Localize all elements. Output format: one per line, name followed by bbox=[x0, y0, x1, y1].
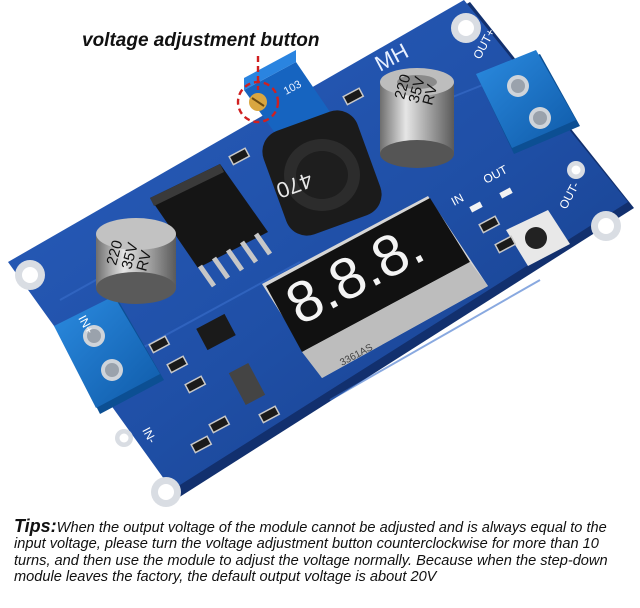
led-in bbox=[469, 201, 483, 213]
callout-label: voltage adjustment button bbox=[82, 30, 320, 51]
cap-right-line3: RV bbox=[419, 83, 441, 107]
mounting-holes bbox=[15, 13, 621, 507]
cap-right-line2: 35V bbox=[405, 75, 428, 105]
mounting-hole-inner-right bbox=[567, 161, 585, 179]
cap-left-line2: 35V bbox=[118, 241, 141, 271]
mounting-hole-inner-left bbox=[115, 429, 133, 447]
led-out bbox=[499, 187, 513, 199]
label-in-minus: IN- bbox=[139, 425, 159, 446]
diode bbox=[228, 362, 266, 406]
smd-components bbox=[148, 87, 517, 454]
cap-right-line1: 220 bbox=[391, 72, 414, 101]
inductor: 470 bbox=[262, 110, 382, 236]
cap-left-line1: 220 bbox=[103, 238, 126, 267]
tips-body: When the output voltage of the module ca… bbox=[14, 520, 608, 586]
transistor bbox=[196, 313, 236, 351]
mounting-hole-left bbox=[15, 260, 45, 290]
capacitor-left: 220 35V RV bbox=[96, 218, 176, 304]
pcb-illustration: 103 470 220 35V RV MH bbox=[8, 0, 634, 507]
push-button[interactable] bbox=[506, 210, 570, 266]
cap-left-line3: RV bbox=[133, 249, 155, 273]
indicator-leds bbox=[469, 187, 513, 213]
tips-paragraph: Tips:When the output voltage of the modu… bbox=[14, 516, 632, 586]
callout-marker bbox=[236, 56, 280, 124]
mounting-hole-bottom bbox=[151, 477, 181, 507]
capacitor-right: 220 35V RV bbox=[380, 68, 454, 168]
mounting-hole-top bbox=[451, 13, 481, 43]
tips-title: Tips: bbox=[14, 516, 57, 536]
output-terminal-block bbox=[476, 50, 580, 154]
input-terminal-block bbox=[54, 296, 164, 414]
label-in: IN bbox=[449, 191, 466, 209]
regulator-ic bbox=[150, 164, 273, 288]
mounting-hole-right bbox=[591, 211, 621, 241]
adjustment-screw[interactable] bbox=[249, 93, 267, 111]
